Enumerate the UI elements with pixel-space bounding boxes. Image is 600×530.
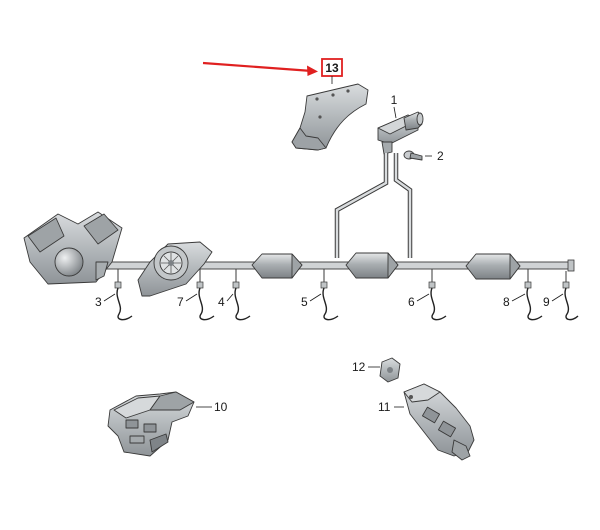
callout-7[interactable]: 7 [177, 295, 184, 309]
callout-8[interactable]: 8 [503, 295, 510, 309]
part-2-bolt[interactable] [403, 150, 423, 161]
callout-9[interactable]: 9 [543, 295, 550, 309]
callout-12[interactable]: 12 [352, 360, 366, 374]
probe-3[interactable] [114, 269, 133, 321]
part-11-bracket[interactable] [403, 383, 475, 461]
highlight-arrow [202, 61, 318, 76]
callout-10[interactable]: 10 [214, 400, 228, 414]
converter-2[interactable] [345, 252, 399, 279]
callout-4[interactable]: 4 [218, 295, 225, 309]
sensor-hoses [334, 153, 413, 258]
callout-3[interactable]: 3 [95, 295, 102, 309]
callout-1[interactable]: 1 [391, 93, 398, 107]
part-13-heat-shield[interactable] [291, 83, 369, 151]
callout-13[interactable]: 13 [325, 61, 339, 75]
callout-11[interactable]: 11 [378, 400, 391, 414]
engine-block[interactable] [23, 211, 123, 285]
probe-9[interactable] [562, 271, 579, 321]
turbocharger[interactable] [137, 241, 213, 297]
probe-4[interactable] [232, 269, 251, 321]
part-1-sensor[interactable] [377, 111, 424, 155]
callout-2[interactable]: 2 [437, 149, 444, 163]
part-10-bracket[interactable] [107, 391, 195, 457]
converter-1[interactable] [251, 253, 303, 279]
callout-5[interactable]: 5 [301, 295, 308, 309]
converter-3[interactable] [465, 253, 521, 280]
part-12-clip[interactable] [379, 357, 401, 383]
probe-8[interactable] [524, 269, 543, 321]
probe-6[interactable] [428, 269, 447, 321]
callout-6[interactable]: 6 [408, 295, 415, 309]
probe-7[interactable] [196, 269, 215, 321]
probe-5[interactable] [320, 269, 339, 321]
